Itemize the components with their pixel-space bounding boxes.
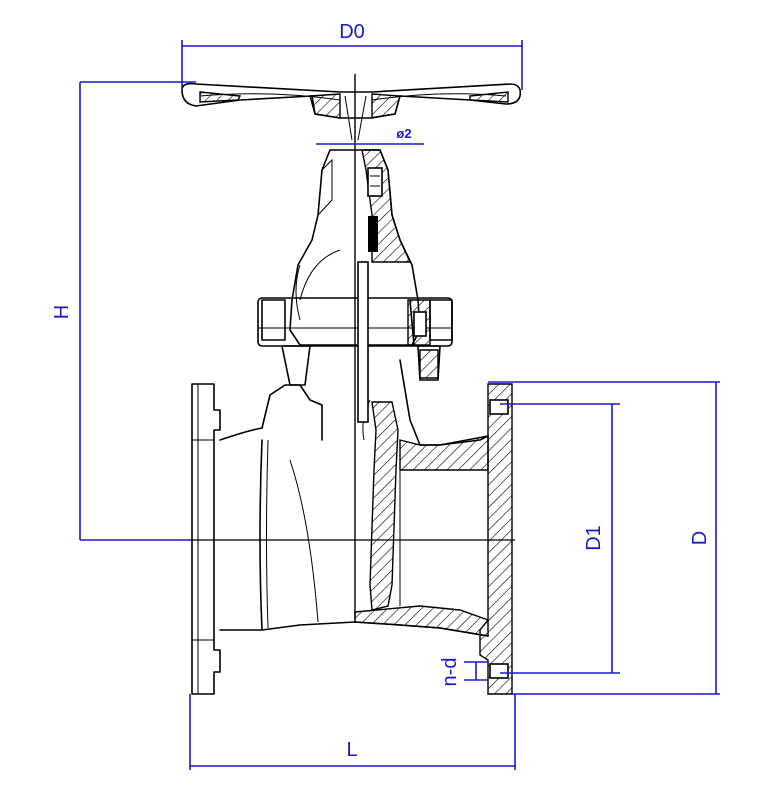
label-d: D — [689, 531, 711, 545]
label-d0: D0 — [339, 21, 365, 43]
bolt-hole-lower — [489, 663, 509, 679]
label-h: H — [51, 305, 73, 319]
label-phi2: ø2 — [396, 126, 411, 141]
valve-body — [191, 299, 513, 695]
label-l: L — [346, 739, 357, 761]
label-n-d: n-d — [439, 658, 461, 687]
stem — [357, 261, 369, 423]
bolt-hole-upper — [489, 399, 509, 415]
handwheel — [181, 82, 522, 141]
bonnet — [289, 149, 421, 346]
wedge — [357, 261, 399, 611]
dimensions — [79, 40, 720, 770]
packing-gland — [367, 167, 383, 197]
stem-seal — [368, 216, 378, 252]
label-d1: D1 — [583, 525, 605, 551]
